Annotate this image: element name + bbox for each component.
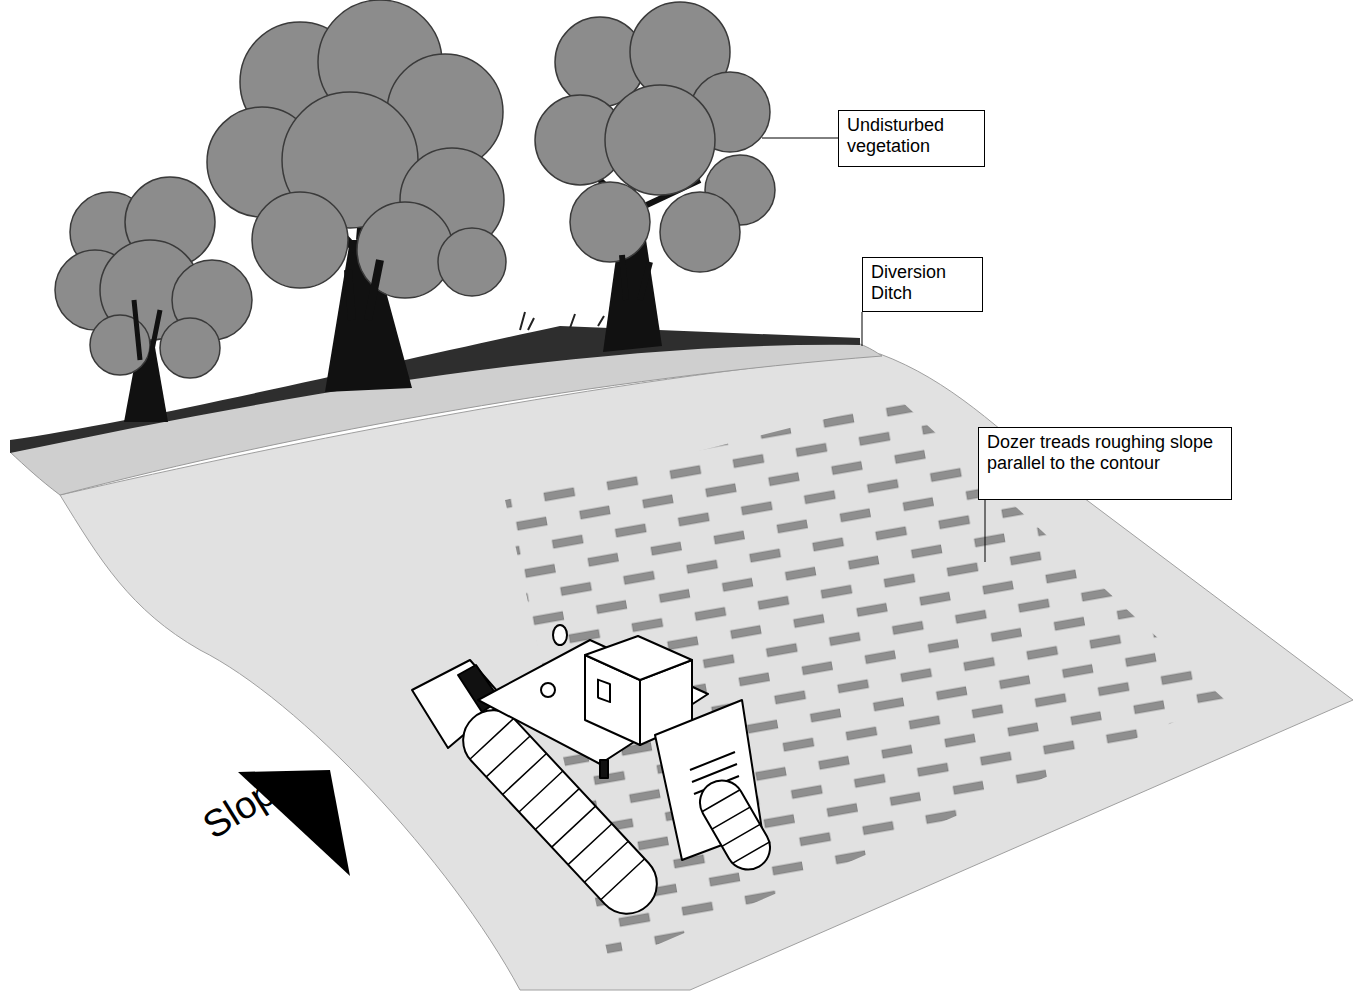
tree-canopy <box>55 177 252 378</box>
tree <box>207 0 506 392</box>
callout-text: Diversion Ditch <box>871 262 974 304</box>
callout-box: Diversion Ditch <box>862 257 983 312</box>
dozer-exhaust <box>553 625 567 645</box>
dozer-cab-top <box>585 636 692 680</box>
tree-canopy <box>535 2 775 272</box>
track-links <box>702 790 770 864</box>
leader-line <box>762 138 838 139</box>
bulldozer <box>412 625 778 926</box>
callout-box: Undisturbed vegetation <box>838 110 985 167</box>
dozer-window <box>598 680 610 702</box>
track-outline <box>692 772 778 877</box>
tree-canopy <box>207 0 506 298</box>
dozer-panel <box>600 760 608 778</box>
dozer-track <box>692 772 778 877</box>
leader-line <box>985 500 986 562</box>
callout-box: Dozer treads roughing slope parallel to … <box>978 427 1232 500</box>
tree <box>55 177 252 422</box>
leader-line <box>862 312 863 346</box>
tree-trunk-visible <box>622 255 650 300</box>
callout-text: Dozer treads roughing slope parallel to … <box>987 432 1223 474</box>
grass-tuft <box>520 312 604 330</box>
tree-trunk-visible <box>134 300 160 360</box>
dozer-light <box>541 683 555 697</box>
tree <box>535 2 775 352</box>
tree-trunk-visible <box>348 260 380 320</box>
callout-text: Undisturbed vegetation <box>847 115 976 157</box>
